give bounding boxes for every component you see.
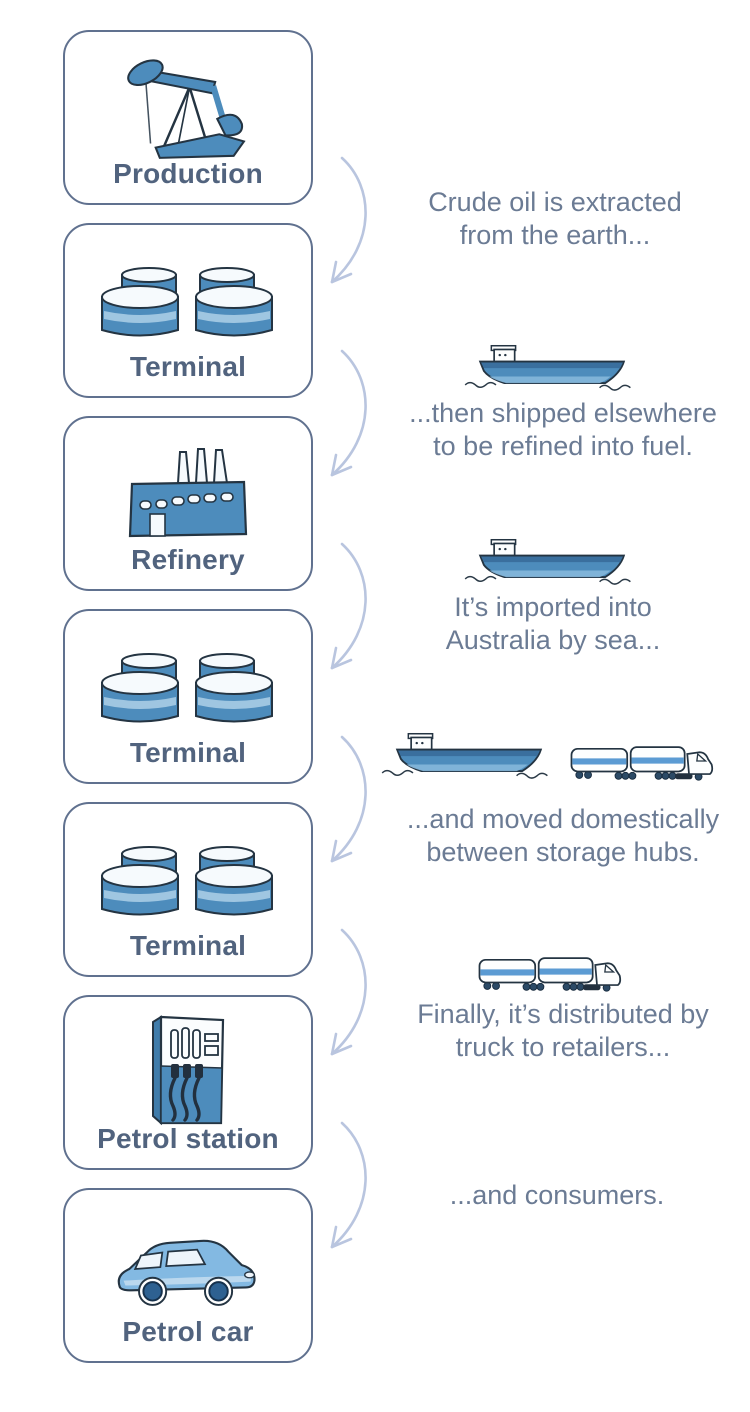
stage-box-petrol-car: Petrol car [63,1188,313,1363]
annotation-line: Crude oil is extracted [428,187,682,217]
stage-box-petrol-station: Petrol station [63,995,313,1170]
ship-icon [377,730,561,786]
stage-label: Production [113,158,263,189]
ship-icon [460,342,644,398]
stage-box-terminal-3: Terminal [63,802,313,977]
flow-arrow-icon [330,349,367,477]
annotation-distributed: Finally, it’s distributed by truck to re… [378,998,748,1064]
annotation-line: Finally, it’s distributed by [417,999,709,1029]
flow-arrow-icon [330,542,367,670]
tanker-truck-icon [568,735,716,787]
storage-tanks-icon [65,225,311,359]
annotation-line: from the earth... [459,220,651,250]
flow-arrow-icon [330,156,367,284]
annotation-line: ...and moved domestically [406,804,720,834]
annotation-line: It’s imported into [454,592,652,622]
stage-box-terminal-2: Terminal [63,609,313,784]
flow-arrow-icon [330,735,367,863]
car-icon [65,1190,311,1324]
annotation-line: to be refined into fuel. [433,431,693,461]
annotation-extraction: Crude oil is extracted from the earth... [370,186,740,252]
stage-box-refinery: Refinery [63,416,313,591]
stage-label: Terminal [129,737,247,768]
ship-icon [460,536,644,592]
storage-tanks-icon [65,611,311,745]
stage-label: Refinery [131,544,245,575]
annotation-consumers: ...and consumers. [372,1179,742,1212]
tanker-truck-icon [476,946,624,998]
storage-tanks-icon [65,804,311,938]
annotation-line: ...and consumers. [449,1180,665,1210]
annotation-line: truck to retailers... [455,1032,671,1062]
stage-box-terminal-1: Terminal [63,223,313,398]
flow-arrow-icon [330,1121,367,1249]
petrol-pump-icon [65,997,311,1131]
oil-pump-jack-icon [65,32,311,166]
stage-box-production: Production [63,30,313,205]
refinery-icon [65,418,311,552]
annotation-line: ...then shipped elsewhere [409,398,717,428]
annotation-imported: It’s imported into Australia by sea... [368,591,738,657]
annotation-shipped: ...then shipped elsewhere to be refined … [378,397,748,463]
stage-label: Terminal [129,351,247,382]
stage-label: Petrol station [97,1123,279,1154]
stage-label: Terminal [129,930,247,961]
annotation-moved-domestically: ...and moved domestically between storag… [378,803,748,869]
flow-arrow-icon [330,928,367,1056]
stage-label: Petrol car [122,1316,254,1347]
annotation-line: between storage hubs. [426,837,700,867]
annotation-line: Australia by sea... [445,625,661,655]
